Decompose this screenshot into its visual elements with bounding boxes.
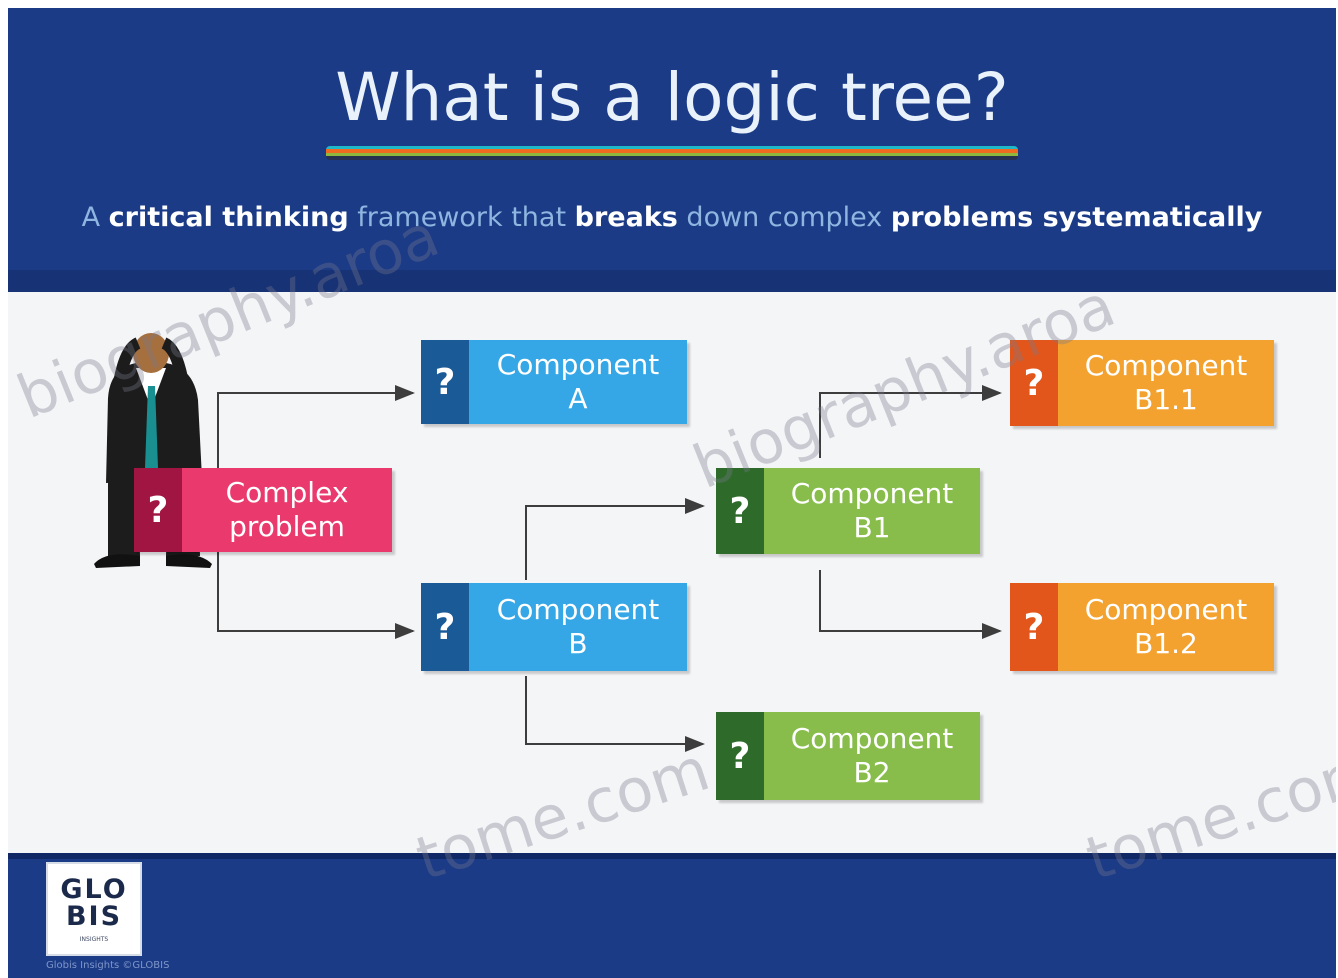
question-icon: ?: [421, 583, 469, 671]
question-icon: ?: [1010, 340, 1058, 426]
subtitle-segment: critical thinking: [108, 202, 349, 233]
person-arms: [114, 337, 188, 380]
question-icon: ?: [134, 468, 182, 552]
logo-wordmark: GLO BIS: [60, 874, 128, 932]
connector-b-b2: [525, 676, 705, 752]
node-label: Component B2: [764, 712, 980, 800]
node-component-b1: ? Component B1: [716, 468, 980, 554]
node-label: Component A: [469, 340, 687, 424]
person-shoes: [94, 554, 212, 568]
subtitle-segment: down complex: [677, 202, 891, 233]
logo-subtext: INSIGHTS: [79, 936, 109, 943]
node-complex-problem: ? Complex problem: [134, 468, 392, 552]
globis-logo: GLO BIS INSIGHTS: [46, 862, 142, 956]
node-label: Component B1: [764, 468, 980, 554]
connector-b1-b11: [819, 385, 1002, 458]
question-icon: ?: [716, 468, 764, 554]
connector-root-a: [217, 385, 415, 468]
footer-divider: [8, 853, 1336, 859]
question-icon: ?: [1010, 583, 1058, 671]
person-head: [133, 333, 169, 373]
question-icon: ?: [421, 340, 469, 424]
subtitle-segment: framework that: [348, 202, 575, 233]
node-component-b12: ? Component B1.2: [1010, 583, 1274, 671]
person-tie: [145, 386, 158, 478]
subtitle-segment: problems systematically: [890, 202, 1263, 233]
tree-connectors: [94, 333, 1002, 752]
infographic: What is a logic tree? A critical thinkin…: [8, 8, 1336, 978]
connector-root-b: [217, 548, 415, 639]
subtitle-segment: breaks: [574, 202, 678, 233]
question-icon: ?: [716, 712, 764, 800]
footer-caption: Globis Insights ©GLOBIS: [46, 960, 170, 971]
node-label: Component B: [469, 583, 687, 671]
connector-b1-b12: [819, 570, 1002, 639]
node-component-a: ? Component A: [421, 340, 687, 424]
node-label: Component B1.1: [1058, 340, 1274, 426]
footer-banner: [8, 853, 1336, 978]
header-divider: [8, 270, 1336, 292]
connector-b-b1: [525, 498, 705, 580]
node-component-b: ? Component B: [421, 583, 687, 671]
node-component-b2: ? Component B2: [716, 712, 980, 800]
thinking-person-figure: [94, 333, 212, 568]
node-label: Component B1.2: [1058, 583, 1274, 671]
node-label: Complex problem: [182, 468, 392, 552]
page-title: What is a logic tree?: [335, 59, 1009, 136]
header-banner: [8, 8, 1336, 270]
page-subtitle: A critical thinking framework that break…: [8, 200, 1336, 236]
subtitle-segment: A: [81, 202, 109, 233]
title-underline: [326, 146, 1018, 160]
node-component-b11: ? Component B1.1: [1010, 340, 1274, 426]
